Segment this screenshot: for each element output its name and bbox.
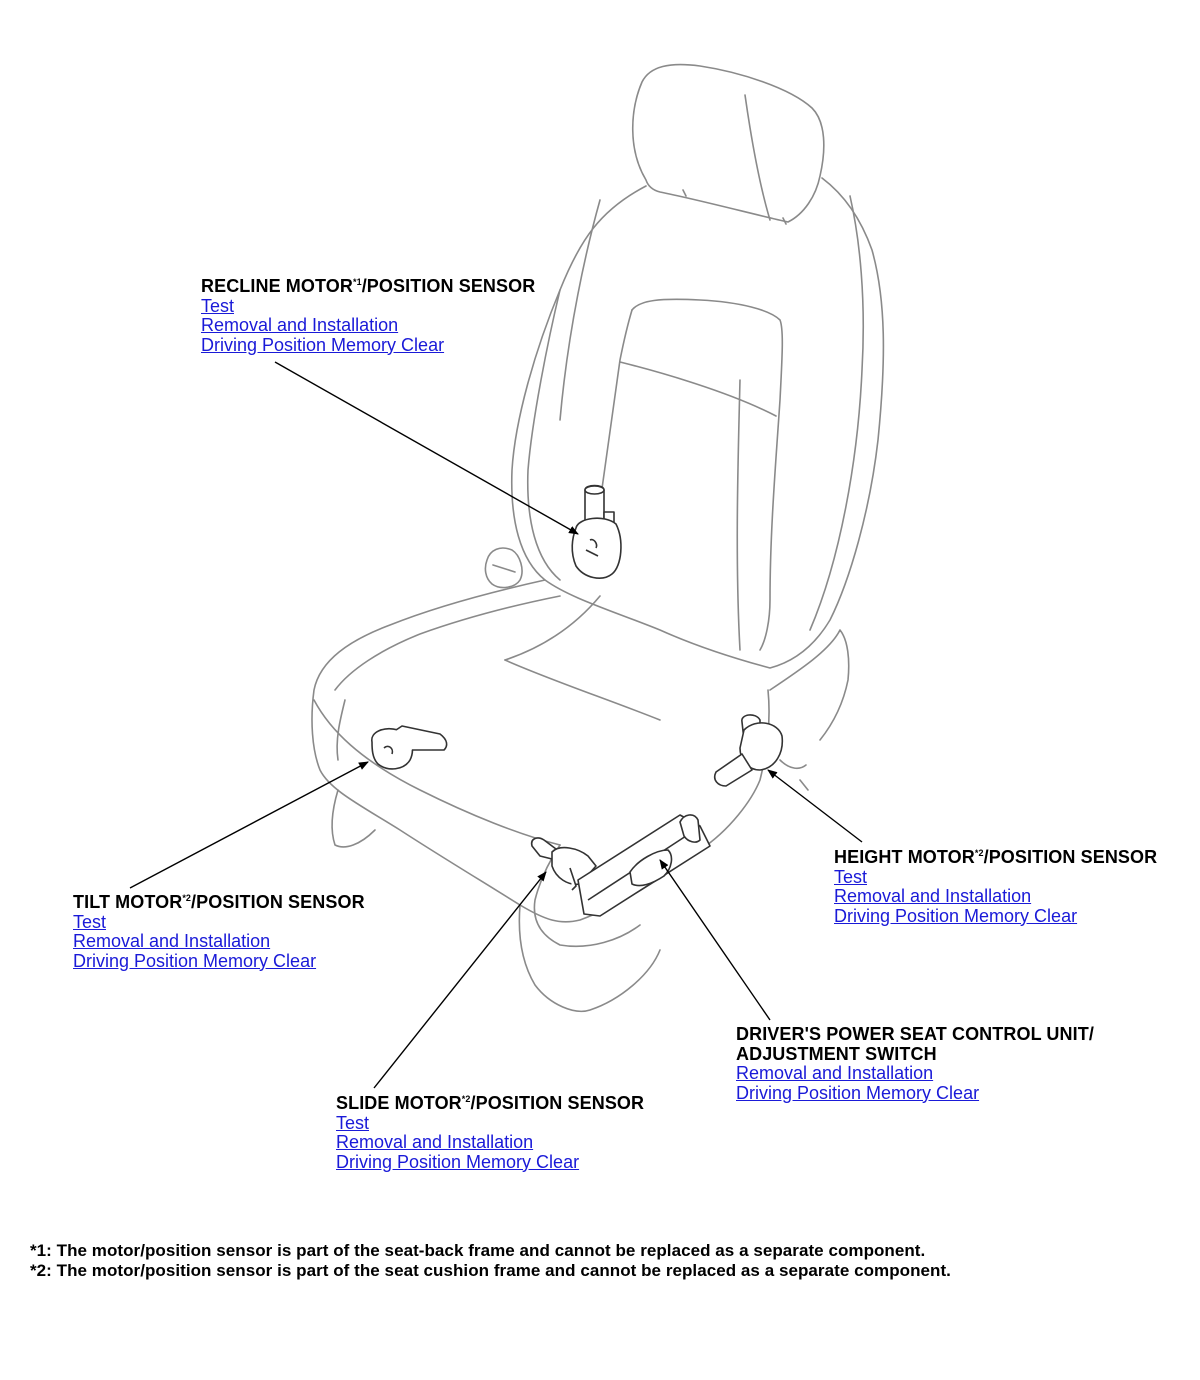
control-unit-leader (660, 860, 770, 1020)
control-unit-memory-clear-link[interactable]: Driving Position Memory Clear (736, 1084, 1094, 1104)
footnote-2: *2: The motor/position sensor is part of… (30, 1261, 951, 1281)
height-title: HEIGHT MOTOR*2/POSITION SENSOR (834, 848, 1157, 868)
tilt-removal-link[interactable]: Removal and Installation (73, 932, 365, 952)
slide-title: SLIDE MOTOR*2/POSITION SENSOR (336, 1094, 644, 1114)
height-callout: HEIGHT MOTOR*2/POSITION SENSOR Test Remo… (834, 848, 1157, 926)
height-test-link[interactable]: Test (834, 868, 1157, 888)
footnote-mark: *2 (182, 893, 191, 903)
recline-callout: RECLINE MOTOR*1/POSITION SENSOR Test Rem… (201, 277, 535, 355)
headrest (633, 65, 824, 222)
control-unit-title-line1: DRIVER'S POWER SEAT CONTROL UNIT/ (736, 1025, 1094, 1045)
tilt-memory-clear-link[interactable]: Driving Position Memory Clear (73, 952, 365, 972)
control-unit-title-line2: ADJUSTMENT SWITCH (736, 1045, 1094, 1065)
recline-title: RECLINE MOTOR*1/POSITION SENSOR (201, 277, 535, 297)
footnote-mark: *2 (975, 848, 984, 858)
height-removal-link[interactable]: Removal and Installation (834, 887, 1157, 907)
recline-test-link[interactable]: Test (201, 297, 535, 317)
height-leader (768, 770, 862, 842)
tilt-callout: TILT MOTOR*2/POSITION SENSOR Test Remova… (73, 893, 365, 971)
control-unit-removal-link[interactable]: Removal and Installation (736, 1064, 1094, 1084)
recline-removal-link[interactable]: Removal and Installation (201, 316, 535, 336)
height-motor-icon (715, 715, 783, 786)
footnote-mark: *2 (462, 1094, 471, 1104)
tilt-motor-icon (372, 726, 447, 769)
height-memory-clear-link[interactable]: Driving Position Memory Clear (834, 907, 1157, 927)
footnotes: *1: The motor/position sensor is part of… (30, 1241, 951, 1280)
control-unit-callout: DRIVER'S POWER SEAT CONTROL UNIT/ ADJUST… (736, 1025, 1094, 1103)
footnote-mark: *1 (353, 277, 362, 287)
control-unit-icon (578, 815, 710, 916)
recline-motor-icon (572, 486, 621, 579)
slide-memory-clear-link[interactable]: Driving Position Memory Clear (336, 1153, 644, 1173)
slide-test-link[interactable]: Test (336, 1114, 644, 1134)
tilt-test-link[interactable]: Test (73, 913, 365, 933)
slide-callout: SLIDE MOTOR*2/POSITION SENSOR Test Remov… (336, 1094, 644, 1172)
slide-removal-link[interactable]: Removal and Installation (336, 1133, 644, 1153)
footnote-1: *1: The motor/position sensor is part of… (30, 1241, 951, 1261)
slide-leader (374, 872, 546, 1088)
seatback (512, 178, 884, 668)
recline-memory-clear-link[interactable]: Driving Position Memory Clear (201, 336, 535, 356)
tilt-title: TILT MOTOR*2/POSITION SENSOR (73, 893, 365, 913)
recline-leader (275, 362, 578, 534)
